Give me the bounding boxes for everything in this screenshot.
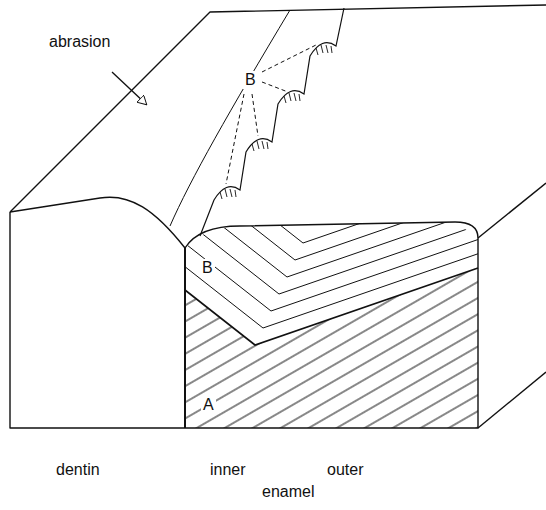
zone-label: B [200,259,215,277]
region-label: enamel [260,483,316,501]
zone-label: B [243,71,258,89]
prism-hatching-a [185,268,478,428]
front-face-outline [10,212,478,428]
dentin-surface-edge [10,197,185,248]
scallop-hatching [220,45,332,199]
block-outline [10,5,546,428]
region-label: dentin [54,461,102,479]
process-label: abrasion [47,33,112,51]
dentin-enamel-junction [170,10,290,226]
top-face-edge [10,5,546,212]
zone-boundary [185,268,478,345]
right-face-edge [478,372,546,428]
region-label: inner [208,461,248,479]
zone-label: A [201,396,216,414]
region-label: outer [325,461,365,479]
abraded-ridge [200,8,344,236]
abrasion-arrow [112,72,146,104]
right-face-edge [478,183,546,238]
leader-lines [226,44,318,184]
